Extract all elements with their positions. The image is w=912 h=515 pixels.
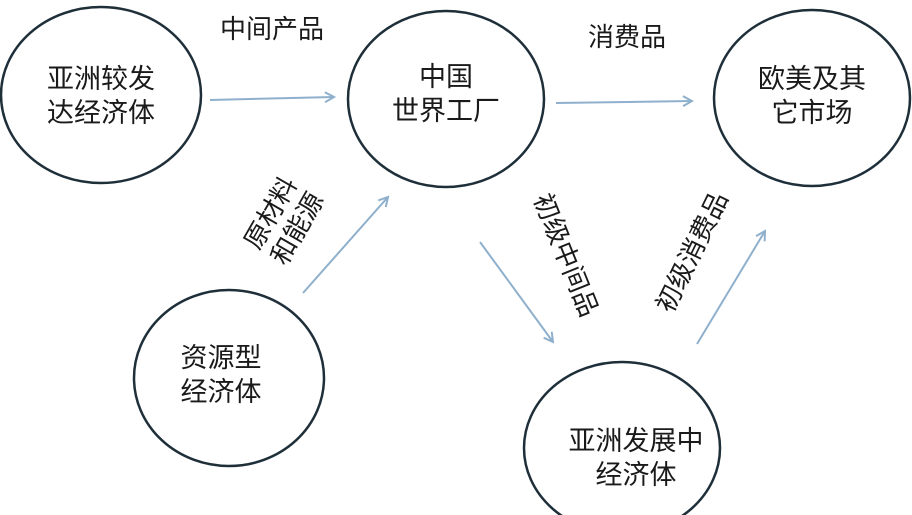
node-china-circle xyxy=(346,9,546,189)
arrow-asia-developed-to-china xyxy=(209,97,334,100)
node-asia-developed: 亚洲较发 达经济体 xyxy=(0,5,203,185)
arrow-china-to-western-markets xyxy=(555,101,692,103)
edge-label-intermediate-products: 中间产品 xyxy=(220,15,324,45)
node-asia-developed-label-1: 亚洲较发 xyxy=(47,64,155,95)
node-asia-developing: 亚洲发展中 经济体 xyxy=(522,360,722,515)
edge-label-consumer-goods: 消费品 xyxy=(588,23,666,53)
node-china: 中国 世界工厂 xyxy=(346,9,546,189)
node-western-markets-label-1: 欧美及其 xyxy=(758,64,866,95)
node-asia-developing-label-2: 经济体 xyxy=(596,460,677,491)
arrow-china-to-asia-developing xyxy=(479,241,553,342)
edge-label-primary-intermediate-text: 初级中间品 xyxy=(527,189,604,321)
node-asia-developing-circle xyxy=(522,360,722,515)
node-western-markets: 欧美及其 它市场 xyxy=(712,8,912,188)
edge-label-primary-consumer-text: 初级消费品 xyxy=(651,187,735,317)
node-resource-economies-label-1: 资源型 xyxy=(181,343,262,374)
edge-label-primary-intermediate: 初级中间品 xyxy=(527,189,604,321)
edge-label-primary-consumer: 初级消费品 xyxy=(651,187,735,317)
node-asia-developing-label-1: 亚洲发展中 xyxy=(569,426,704,457)
node-western-markets-circle xyxy=(712,8,912,188)
node-western-markets-label-2: 它市场 xyxy=(772,98,853,129)
node-asia-developed-circle xyxy=(0,5,203,185)
arrow-resource-to-china xyxy=(302,197,388,294)
node-resource-economies-label-2: 经济体 xyxy=(181,377,262,408)
node-china-label-2: 世界工厂 xyxy=(392,96,500,127)
node-resource-economies: 资源型 经济体 xyxy=(132,288,326,468)
node-china-label-1: 中国 xyxy=(419,62,473,93)
arrow-asia-developing-to-western xyxy=(696,231,765,345)
node-asia-developed-label-2: 达经济体 xyxy=(47,98,155,129)
node-resource-economies-circle xyxy=(132,288,326,468)
edge-label-raw-materials: 原材料 和能源 xyxy=(239,172,331,270)
